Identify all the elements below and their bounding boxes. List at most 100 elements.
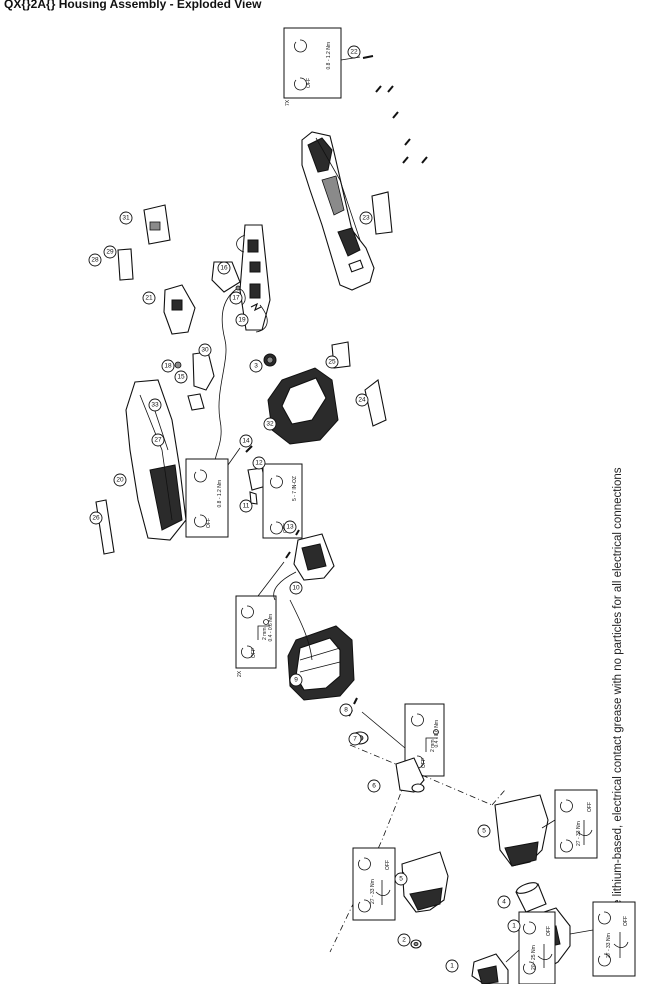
gear-housing-9: [287, 599, 355, 701]
svg-text:OFF: OFF: [385, 860, 391, 870]
svg-text:OFF: OFF: [251, 648, 257, 658]
svg-text:15: 15: [177, 374, 185, 381]
svg-text:OFF: OFF: [306, 78, 312, 88]
pcb-assembly-17: [236, 224, 271, 333]
torque-wrench-icon: [433, 729, 439, 735]
torque-spec-box-14: 0.8 - 1.2 Nm OFF: [185, 458, 229, 538]
svg-text:29: 29: [106, 249, 114, 256]
callout-27: 27: [151, 433, 165, 447]
svg-text:2 mm: 2 mm: [262, 628, 268, 641]
nut-2: [410, 939, 422, 949]
plate-31: [143, 204, 171, 245]
hex-key-icon: [425, 737, 438, 752]
svg-text:31: 31: [122, 215, 130, 222]
head-housing-5b: [401, 851, 449, 913]
callout-5-left: 5: [394, 872, 408, 886]
label-26: [95, 499, 115, 555]
svg-text:14: 14: [242, 438, 250, 445]
housing-half-20: [125, 379, 187, 541]
callout-21: 21: [142, 291, 156, 305]
switch-33: [187, 393, 205, 411]
label-plate-23: [371, 191, 393, 235]
svg-text:OFF: OFF: [623, 916, 629, 926]
rotation-arrow-icon: [598, 911, 611, 925]
svg-text:1: 1: [512, 923, 516, 930]
svg-text:7X: 7X: [285, 99, 291, 106]
screw-set-22: [362, 55, 428, 164]
callout-6: 6: [367, 779, 381, 793]
trigger-15: [192, 351, 215, 391]
svg-text:20: 20: [116, 477, 124, 484]
rotation-arrow-icon: [241, 605, 254, 619]
angle-head-1b: [471, 953, 509, 984]
svg-text:21: 21: [145, 295, 153, 302]
torque-spec-box-1-right: 27 - 33 Nm OFF: [592, 901, 636, 977]
switch-bracket-21: [163, 284, 196, 335]
svg-text:2X: 2X: [237, 670, 243, 677]
svg-text:12: 12: [255, 460, 263, 467]
svg-text:6: 6: [372, 783, 376, 790]
callout-1-left: 1: [445, 959, 459, 973]
label-24: [364, 379, 387, 427]
callout-2: 2: [397, 933, 411, 947]
bushing-4: [515, 882, 547, 913]
svg-text:7: 7: [353, 736, 357, 743]
svg-text:25: 25: [328, 359, 336, 366]
callout-22: 22: [347, 45, 361, 59]
svg-text:27: 27: [154, 437, 162, 444]
torque-spec-box-22: 0.8 - 1.2 Nm OFF 7X: [283, 27, 342, 106]
svg-text:2: 2: [402, 937, 406, 944]
svg-text:27 - 33 Nm: 27 - 33 Nm: [606, 933, 612, 958]
svg-text:3: 3: [254, 363, 258, 370]
callout-12: 12: [252, 456, 266, 470]
svg-text:4: 4: [502, 899, 506, 906]
rotation-arrow-icon: [294, 39, 307, 53]
svg-text:10: 10: [292, 585, 300, 592]
svg-text:5 - 7 IN-OZ: 5 - 7 IN-OZ: [292, 476, 298, 501]
svg-text:5: 5: [482, 828, 486, 835]
callout-26: 26: [89, 511, 103, 525]
callout-16: 16: [217, 261, 231, 275]
svg-text:0.4 - 0.6 Nm: 0.4 - 0.6 Nm: [434, 720, 440, 748]
torque-spec-box-6: 27 - 33 Nm OFF: [352, 847, 396, 921]
callout-30: 30: [198, 343, 212, 357]
callout-7: 7: [348, 732, 362, 746]
rotation-arrow-icon: [194, 469, 207, 483]
rotation-arrow-icon: [598, 953, 611, 967]
callout-8: 8: [339, 703, 353, 717]
svg-text:0.8 - 1.2 Nm: 0.8 - 1.2 Nm: [326, 42, 332, 70]
callout-20: 20: [113, 473, 127, 487]
housing-half-23: [301, 131, 375, 291]
rotation-arrow-icon: [241, 645, 254, 659]
svg-text:32: 32: [266, 421, 274, 428]
svg-text:8: 8: [344, 707, 348, 714]
callout-15: 15: [174, 370, 188, 384]
svg-text:0.4 - 0.6 Nm: 0.4 - 0.6 Nm: [268, 614, 274, 642]
callout-1-right: 1: [507, 919, 521, 933]
callout-17: 17: [229, 291, 243, 305]
rotation-arrow-icon: [270, 475, 283, 489]
callout-31: 31: [119, 211, 133, 225]
torque-spec-box-5: 27 - 33 Nm OFF: [554, 789, 598, 859]
rotation-arrow-icon: [560, 839, 573, 853]
label-29: [117, 248, 134, 281]
callout-13: 13: [283, 520, 297, 534]
svg-text:18: 18: [164, 363, 172, 370]
page-title: QX{}2A{} Housing Assembly - Exploded Vie…: [4, 0, 262, 11]
svg-text:OFF: OFF: [546, 926, 552, 936]
callout-24: 24: [355, 393, 369, 407]
torque-spec-box-1: 20 - 25 Nm OFF: [518, 911, 556, 984]
svg-text:27 - 33 Nm: 27 - 33 Nm: [576, 821, 582, 846]
callout-29: 29: [103, 245, 117, 259]
svg-text:23: 23: [362, 215, 370, 222]
screw-14: [245, 445, 253, 453]
hex-key-icon: [257, 625, 270, 640]
torque-wrench-icon: [263, 619, 269, 625]
svg-text:5: 5: [399, 876, 403, 883]
callout-19: 19: [235, 313, 249, 327]
callout-5-right: 5: [477, 824, 491, 838]
spindle-6: [395, 757, 425, 793]
svg-text:OFF: OFF: [421, 758, 427, 768]
svg-text:22: 22: [350, 49, 358, 56]
